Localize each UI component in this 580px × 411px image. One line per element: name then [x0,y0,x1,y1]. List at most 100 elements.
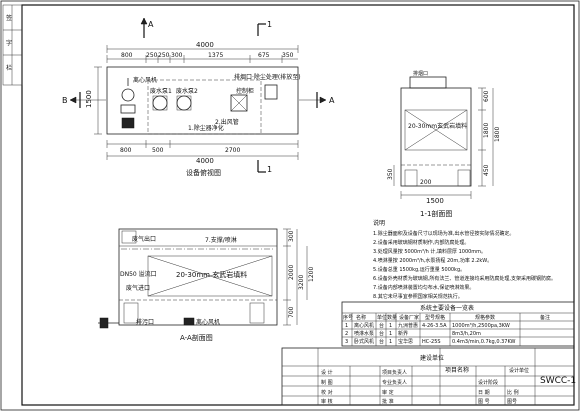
top-view: A 1 4000 800 250 250 300 1375 675 350 15… [62,17,335,177]
dim-1-1-bottom: 450 [483,164,490,176]
inner-frame [21,4,575,406]
label-1-1-top: 排烟口 [413,70,428,77]
th-5: 型号规格 [425,314,445,321]
dim-1-1-base-left: 350 [387,168,394,180]
th-3: 数量 [387,314,397,321]
equipment-table: 系统主要设备一览表 序号 名称 单位 数量 设备厂家 型号规格 规格参数 备注 … [341,301,575,347]
note-3: 3.处理风量按 5000m³/h 计,填料层厚 1000mm。 [373,248,486,255]
label-control-box: 控制柜 [236,87,254,95]
title-unit-label: 建设单位 [420,354,444,362]
section-a-a-outline [118,228,278,326]
cell-r3-c0: 3 [345,339,348,345]
cell-r3-c1: 卧式风机 [354,338,374,345]
cell-r3-c2: 台 [379,338,384,345]
label-aa-inlet: 废气进口 [126,284,150,292]
cell-r3-c5: HC-25S [422,339,441,345]
notes-block: 说明 1.除尘器面积及设备尺寸以现场为准,出水管径按实际情况确定。 2.设备采用… [373,219,556,300]
tb-right-2: 图 号 [478,399,490,405]
note-8: 8.其它未尽事宜参照国家相关规范执行。 [373,293,463,300]
tb-mid-2: 审 定 [382,389,394,396]
th-7: 备注 [540,314,550,321]
th-4: 设备厂家 [399,314,419,321]
label-aa-drain: 排污口 [136,318,154,326]
label-pump-1: 废水泵1 [150,87,172,95]
section-1-1: 排烟口 20-30mm玄武岩填料 600 1800 450 1800 350 2… [387,70,501,218]
dim-top-seg-3: 250 [158,52,170,59]
cell-r1-c5: 4-26-3.5A [422,323,447,329]
cell-r2-c1: 喷淋水泵 [354,330,374,337]
tb-left-2: 校 对 [321,389,333,396]
section-marker-a-right: A [329,96,335,105]
dim-top-seg-6: 675 [258,52,270,59]
strip-label-1: 签 [6,14,12,22]
cell-r3-c3: 1 [389,339,392,345]
label-aa-fan: 离心风机 [196,318,220,326]
section-marker-b: B [62,96,68,105]
label-aa-overflow: DN50 溢流口 [120,270,157,278]
section-mark-1-top: 1 [267,20,272,29]
dim-1-1-top: 600 [483,90,490,102]
cell-r2-c3: 1 [389,331,392,337]
tb-left-1: 制 图 [321,379,333,386]
dim-top-seg-5: 1375 [208,52,223,59]
section-1-1-outline [400,87,472,187]
label-pump-2: 废水泵2 [176,87,198,95]
label-top-note: 排烟口·除尘处理(排放至) [234,73,301,81]
section-marker-a-top: A [148,20,154,29]
cell-r2-c2: 台 [379,330,384,337]
th-2: 单位 [377,314,387,321]
table-row: 2 喷淋水泵 台 1 新界 8m3/h,20m [345,330,481,337]
th-0: 序号 [343,314,353,321]
note-4: 4.喷淋量按 2000m³/h,水泵扬程 20m,功率 2.2kW。 [373,257,492,264]
dim-aa-right-b: 1200 [308,267,315,282]
dim-aa-v1: 300 [288,230,295,242]
dim-1-1-base-right: 200 [420,179,432,186]
tb-left-0: 设 计 [321,369,333,376]
strip-label-3: 栏 [6,64,12,72]
table-row: 1 离心风机 台 1 九洲普惠 4-26-3.5A 1000m³/h,2500p… [345,322,510,329]
caption-a-a: A-A剖面图 [180,333,213,342]
label-exhaust: 2.出风管 [215,118,239,126]
caption-top-view: 设备俯视图 [186,168,221,177]
note-2: 2.设备采用玻璃钢材质制作,内部防腐处理。 [373,239,469,246]
note-6: 6.设备外壳材质为玻璃钢,所有法兰、管道连接均采用防腐处理,支架采用碳钢防腐。 [373,275,556,282]
label-fan: 离心风机 [133,76,157,84]
label-1-1-fill: 20-30mm玄武岩填料 [408,122,467,130]
note-1: 1.除尘器面积及设备尺寸以现场为准,出水管径按实际情况确定。 [373,230,514,237]
cell-r3-c6: 0.4m3/min,0.7kg,0.37KW [452,339,516,345]
label-bottom-note: 1.除尘器净化 [188,124,224,132]
dim-1-1-width: 1500 [426,197,444,205]
dim-bottom-seg-2: 500 [152,147,164,154]
fan-symbol: 离心风机 [120,76,157,129]
caption-1-1: 1-1剖面图 [420,209,452,218]
tb-mid-1: 专业负责人 [382,379,407,386]
cell-r1-c3: 1 [389,323,392,329]
title-block: 建设单位 项目名称 设计单位 SWCC-1 设 计 制 图 校 对 审 核 项目… [281,347,576,406]
dim-top-seg-4: 300 [171,52,183,59]
dim-1-1-total: 1800 [494,127,501,142]
table-title: 系统主要设备一览表 [420,304,474,312]
dim-aa-v3: 700 [288,306,295,318]
note-5: 5.设备总重 1500kg,运行重量 5000kg。 [373,266,465,273]
dim-bottom-seg-1: 800 [120,147,132,154]
cell-r1-c0: 1 [345,323,348,329]
dim-bottom-seg-3: 2700 [225,147,240,154]
dim-aa-total: 3200 [298,275,305,290]
cell-r2-c4: 新界 [398,330,408,337]
dim-top-seg-7: 350 [282,52,294,59]
label-aa-spray: 7.支撑/喷淋 [205,236,237,244]
title-project-label: 项目名称 [445,366,469,374]
dim-top-overall: 4000 [196,41,214,49]
th-6: 规格参数 [475,314,495,321]
left-signature-strip: 签 字 栏 [2,4,23,86]
cell-r1-c1: 离心风机 [354,322,374,329]
dim-bottom-overall: 4000 [196,157,214,165]
notes-title: 说明 [373,219,385,227]
tb-drawing-no-label: 图号 [507,399,517,405]
dim-aa-v2: 2000 [288,265,295,280]
label-aa-outlet: 废气出口 [132,235,156,243]
tb-right-1: 日 期 [478,390,490,396]
dim-top-seg-2: 250 [146,52,158,59]
